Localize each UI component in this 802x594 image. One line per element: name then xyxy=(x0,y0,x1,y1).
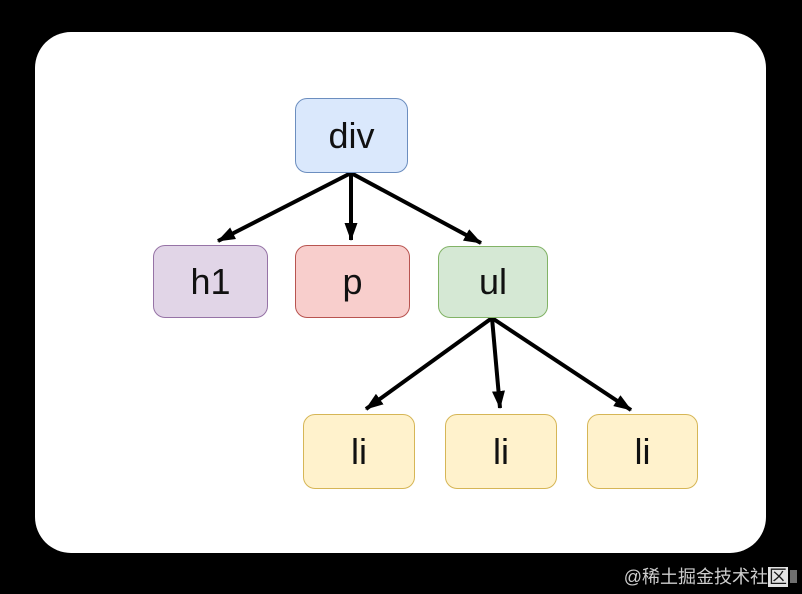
node-p: p xyxy=(295,245,410,318)
watermark-highlighted-char: 区 xyxy=(768,567,788,587)
node-li-1: li xyxy=(303,414,415,489)
node-h1: h1 xyxy=(153,245,268,318)
watermark: @稀土掘金技术社区 xyxy=(624,566,797,588)
node-li-3-label: li xyxy=(634,430,651,472)
node-li-3: li xyxy=(587,414,698,489)
node-li-1-label: li xyxy=(351,430,367,472)
node-p-label: p xyxy=(342,260,363,302)
node-ul: ul xyxy=(438,246,548,318)
node-div-label: div xyxy=(328,114,375,156)
watermark-text: @稀土掘金技术社 xyxy=(623,567,768,587)
watermark-cursor-block xyxy=(790,570,797,583)
node-div: div xyxy=(295,98,408,173)
node-li-2: li xyxy=(445,414,557,489)
node-h1-label: h1 xyxy=(190,260,231,302)
node-ul-label: ul xyxy=(478,261,508,302)
node-li-2-label: li xyxy=(493,430,509,472)
